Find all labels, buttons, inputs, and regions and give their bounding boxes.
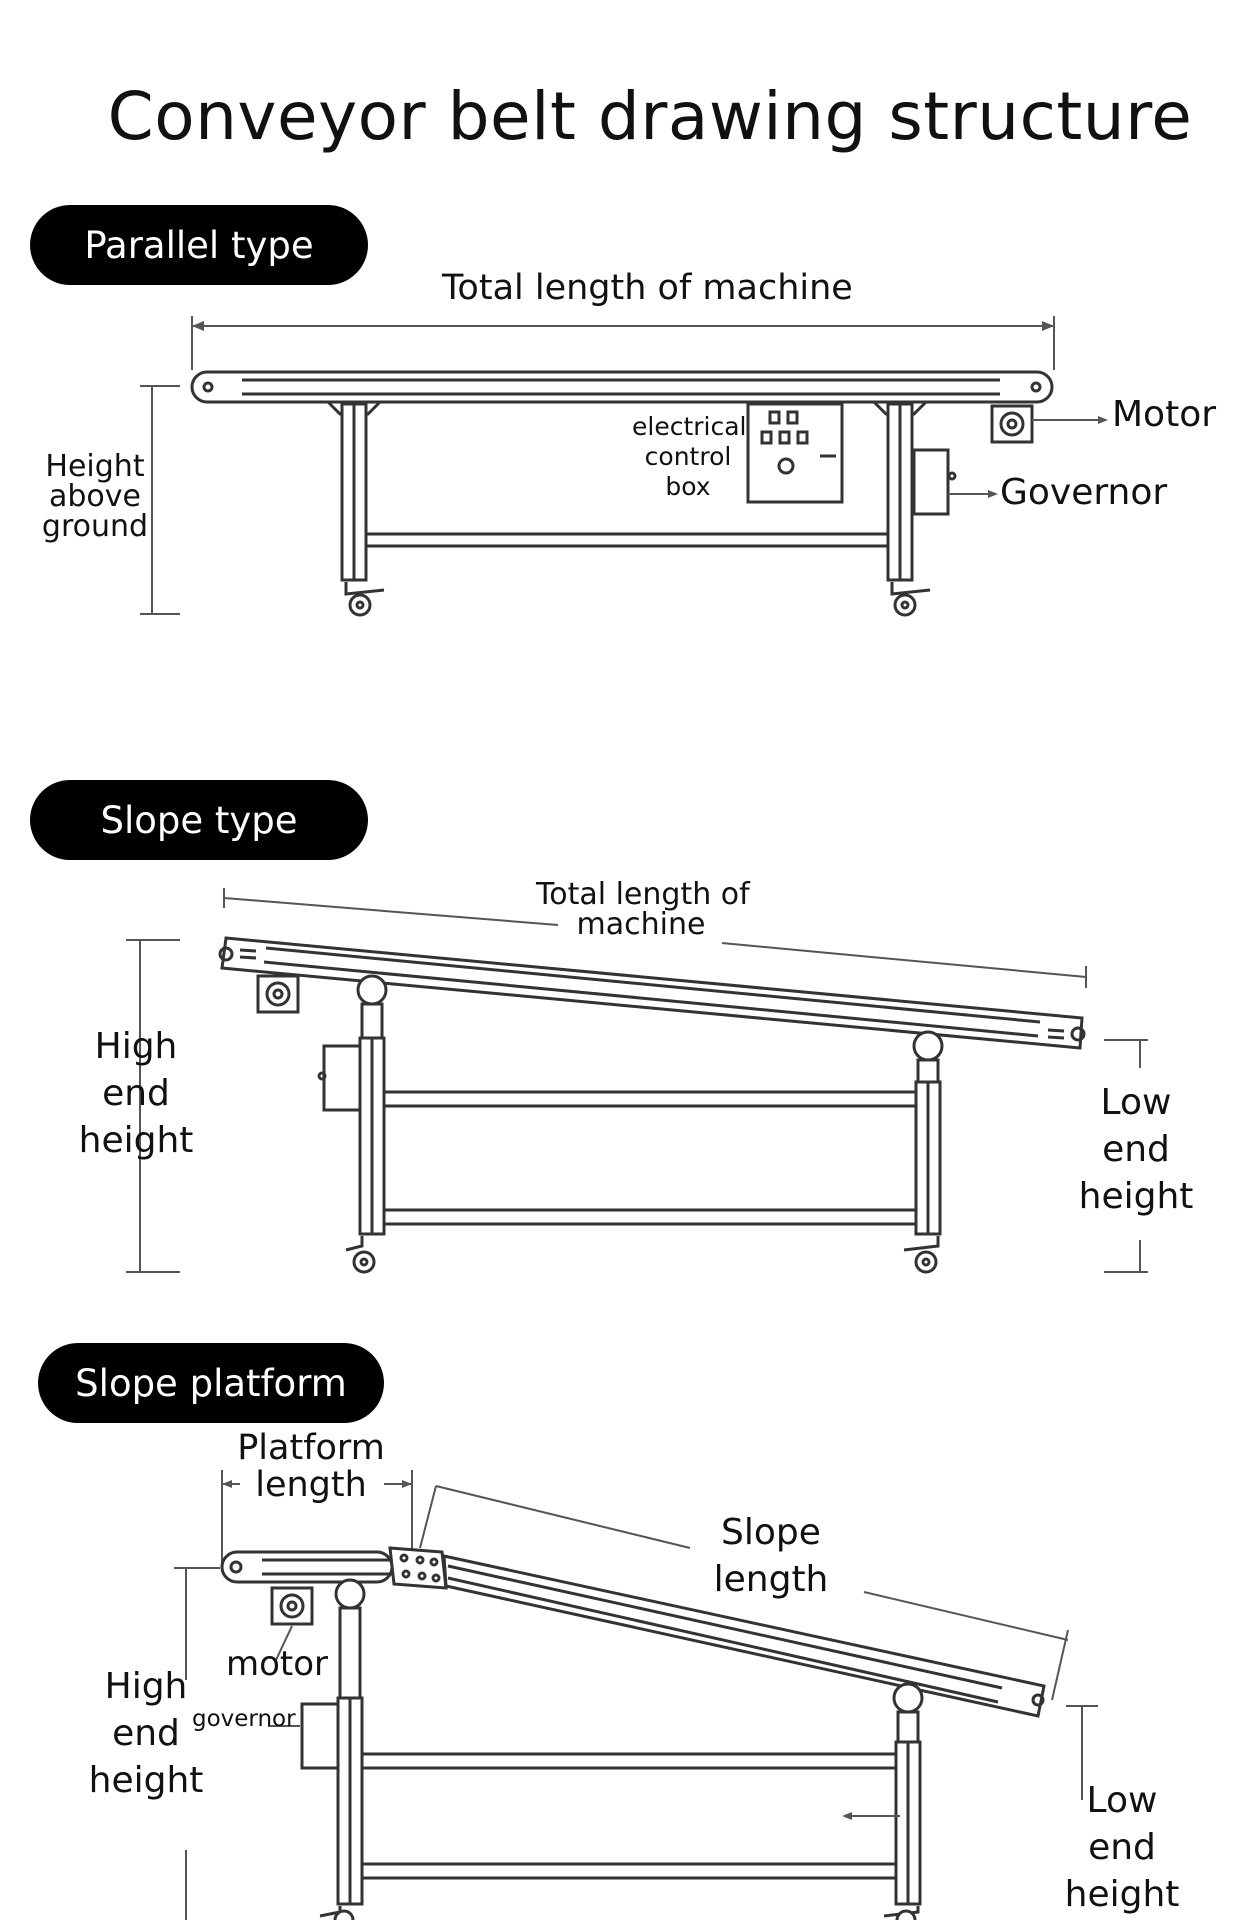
platform-conveyor-drawing xyxy=(174,1470,1098,1920)
label-line: height xyxy=(1064,1873,1180,1915)
label-line: end xyxy=(1088,1826,1156,1868)
label-line: Low xyxy=(1100,1082,1172,1123)
slope-high-end-label: High end height xyxy=(76,1024,196,1164)
label-line: height xyxy=(78,1119,194,1161)
label-line: High xyxy=(94,1026,178,1067)
parallel-total-length-label: Total length of machine xyxy=(442,268,853,308)
label-line: Low xyxy=(1086,1780,1158,1821)
label-line: length xyxy=(255,1464,367,1505)
label-line: Platform xyxy=(237,1428,385,1468)
electrical-control-box-label: electrical control box xyxy=(632,412,747,502)
label-line: Total length of xyxy=(536,877,750,912)
label-line: High xyxy=(104,1666,188,1707)
badge-label: Parallel type xyxy=(84,223,314,267)
governor-label: Governor xyxy=(1000,472,1168,513)
label-line: box xyxy=(665,472,711,501)
motor-label: Motor xyxy=(1112,394,1217,435)
label-line: height xyxy=(1078,1175,1194,1217)
page-title: Conveyor belt drawing structure xyxy=(107,78,1193,155)
label-line: end xyxy=(102,1072,170,1114)
slope-low-end-label: Low end height xyxy=(1076,1080,1196,1220)
label-line: above xyxy=(49,479,141,514)
label-line: machine xyxy=(576,907,706,942)
label-line: Slope xyxy=(721,1512,821,1553)
label-line: control xyxy=(644,442,732,471)
label-line: end xyxy=(1102,1128,1170,1170)
platform-motor-label: motor xyxy=(226,1644,329,1684)
label-line: length xyxy=(713,1558,829,1600)
badge-parallel-type: Parallel type xyxy=(30,205,368,285)
badge-slope-type: Slope type xyxy=(30,780,368,860)
slope-total-length-label: Total length of machine xyxy=(536,877,750,942)
parallel-height-label: Height above ground xyxy=(40,452,150,542)
label-line: electrical xyxy=(632,412,747,441)
badge-slope-platform: Slope platform xyxy=(38,1343,384,1423)
parallel-conveyor-drawing xyxy=(140,316,1108,617)
label-line: Height xyxy=(45,449,145,484)
label-line: ground xyxy=(41,509,149,544)
label-line: height xyxy=(88,1759,204,1801)
platform-low-end-label: Low end height xyxy=(1062,1778,1182,1918)
platform-high-end-label: High end height xyxy=(86,1664,206,1804)
badge-label: Slope type xyxy=(100,798,298,842)
platform-governor-label: governor xyxy=(192,1706,296,1732)
label-line: end xyxy=(112,1712,180,1754)
platform-length-label: Platform length xyxy=(236,1430,386,1504)
badge-label: Slope platform xyxy=(75,1361,347,1405)
slope-length-label: Slope length xyxy=(706,1510,836,1604)
slope-conveyor-drawing xyxy=(126,888,1148,1274)
